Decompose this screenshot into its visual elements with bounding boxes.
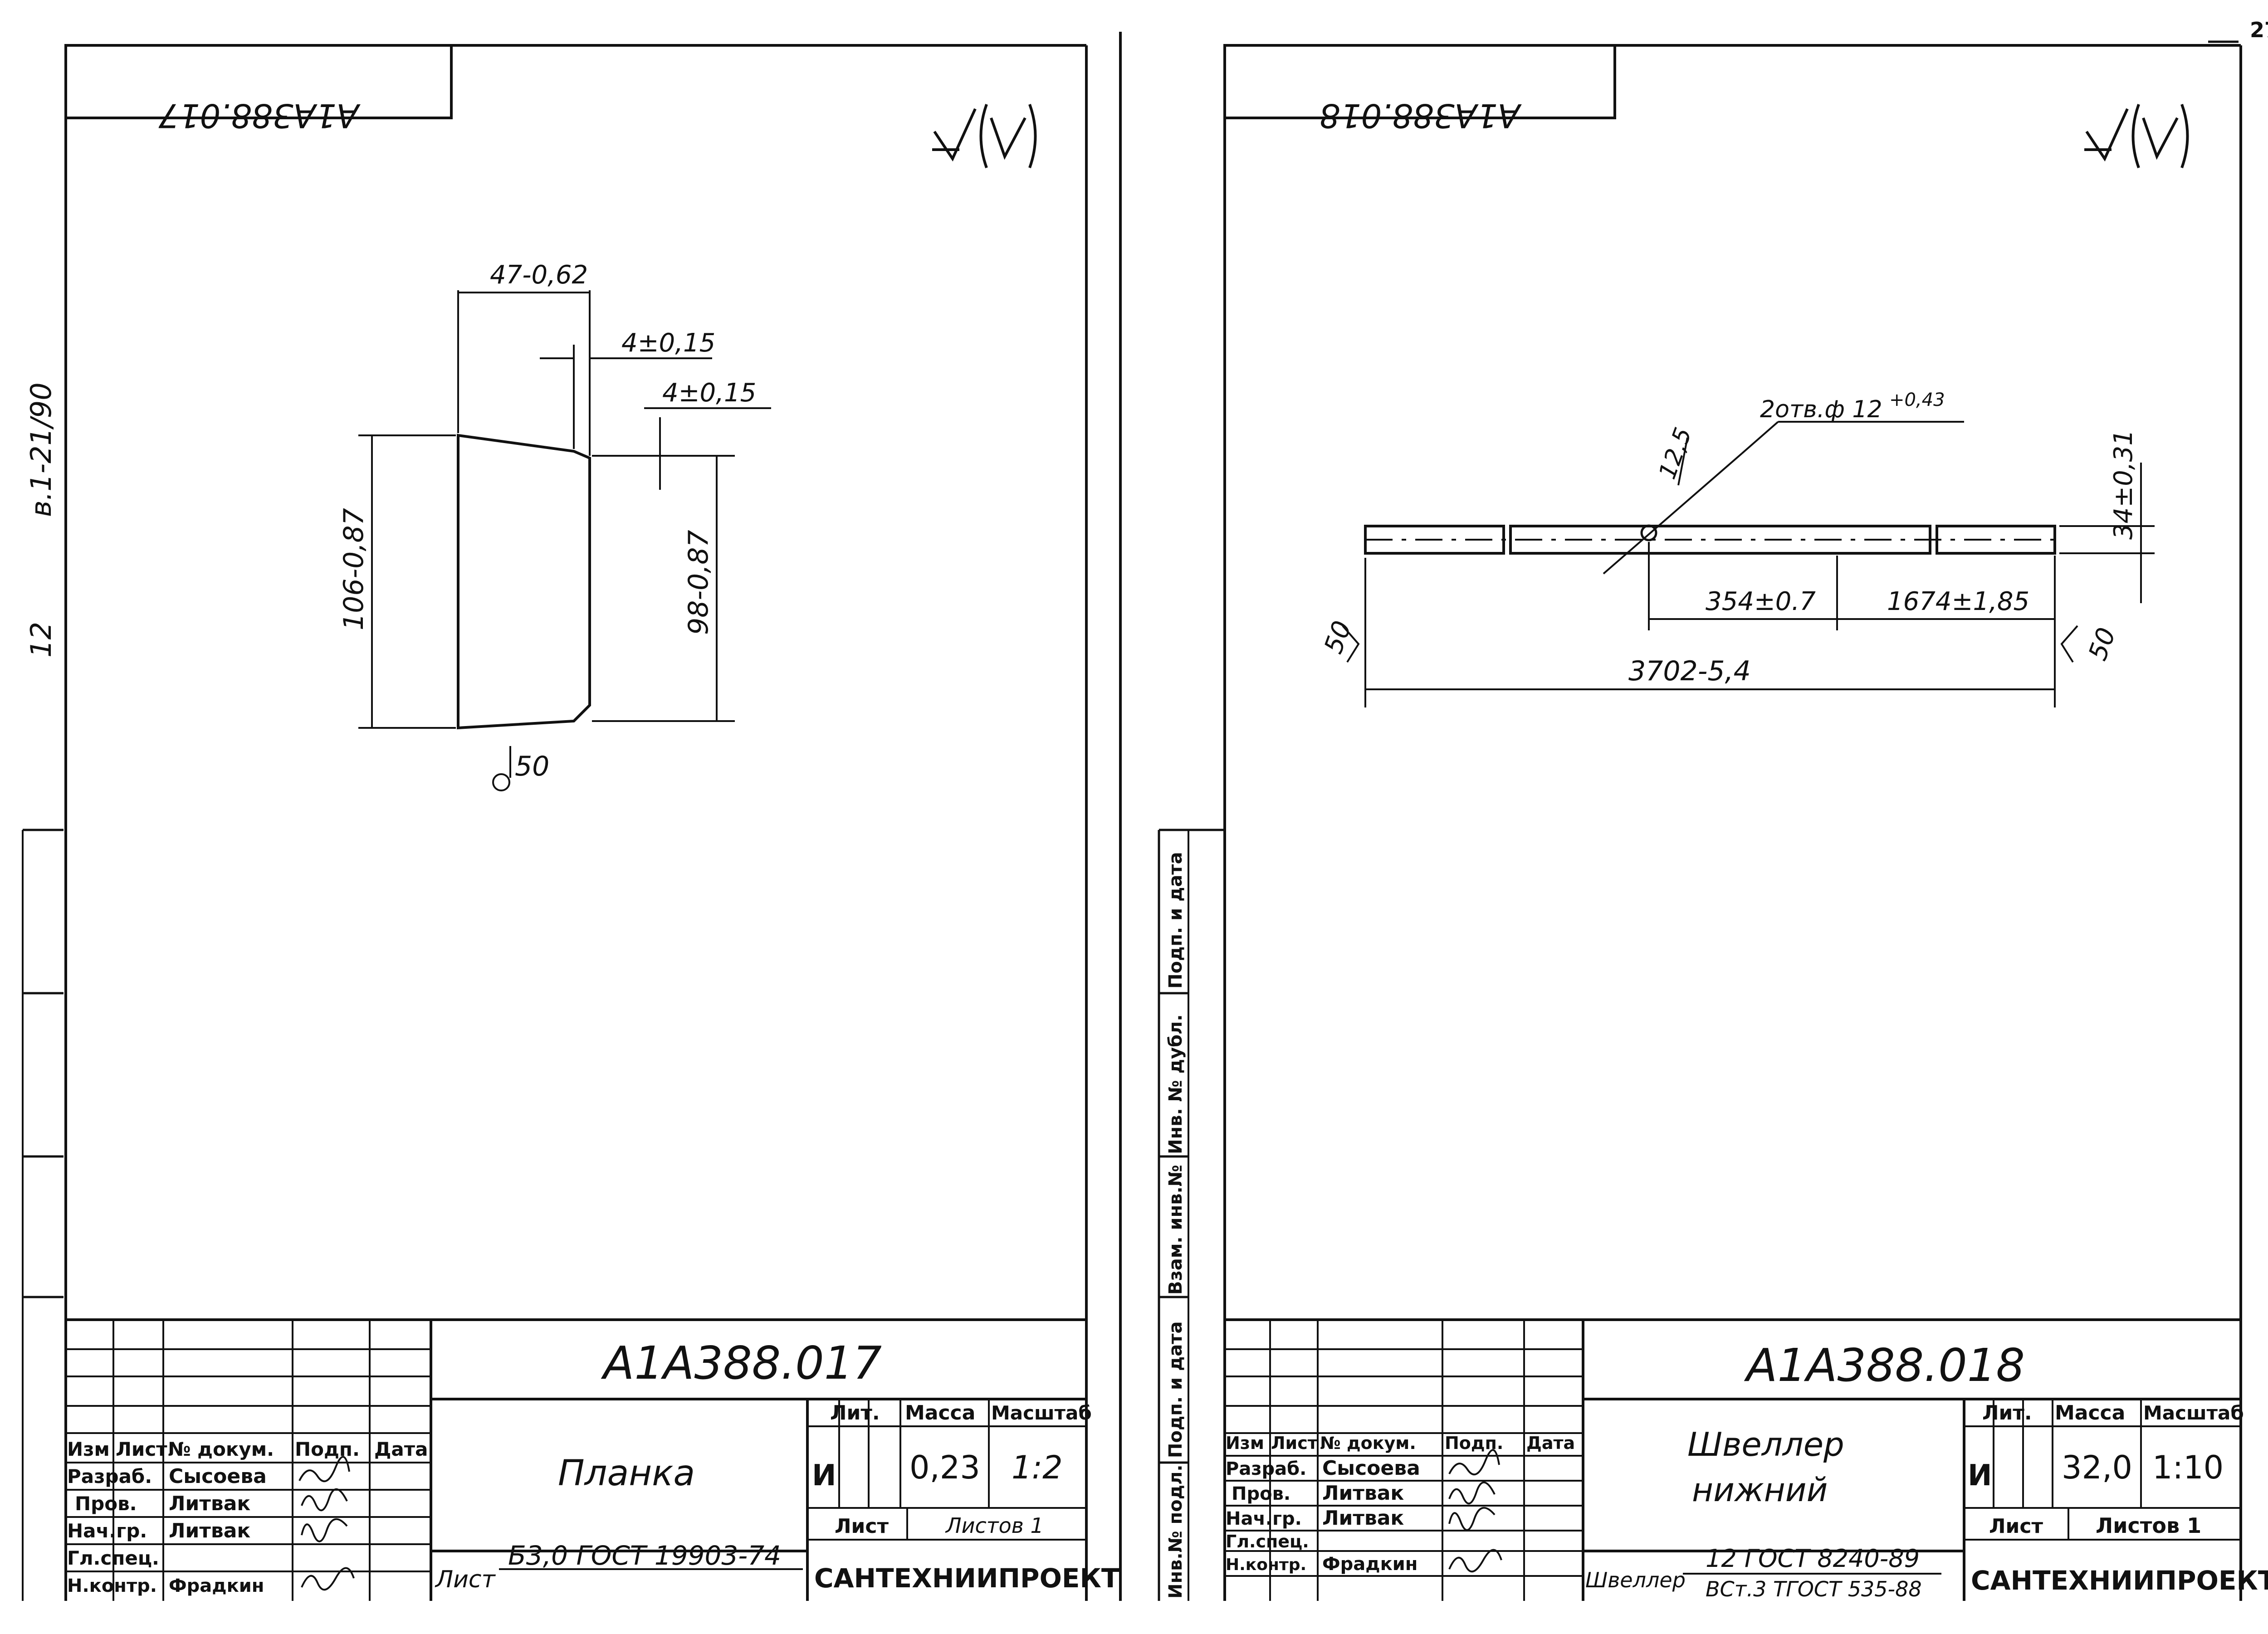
title-block: [1225, 1318, 2241, 1601]
side-strip: [1158, 829, 1225, 1601]
hdr-sign: Подп.: [295, 1438, 360, 1460]
part-name-line2: нижний: [1692, 1471, 1828, 1509]
role-group-head: Нач.гр.: [1226, 1508, 1302, 1529]
dim-height-left: 106-0,87: [338, 508, 370, 630]
page-number: 27: [2250, 18, 2268, 42]
hdr-doc: № докум.: [1320, 1433, 1416, 1453]
material-grade-bottom: ВСт.3 ТГОСТ 535-88: [1706, 1577, 1922, 1601]
dim-hole-pos-1: 354±0.7: [1706, 587, 1816, 616]
hdr-date: Дата: [374, 1438, 428, 1460]
lit-label: Лит.: [1982, 1401, 2032, 1424]
side-label-dupl: Инв. № дубл.: [1165, 1015, 1186, 1154]
sheet-label: Лист: [1989, 1515, 2043, 1538]
part-planka: [457, 434, 591, 730]
role-checker: Пров.: [1232, 1483, 1290, 1504]
role-developer: Разраб.: [1226, 1458, 1306, 1479]
dim-length: 3702-5,4: [1628, 655, 1751, 687]
name-norm-control: Фрадкин: [1322, 1554, 1418, 1575]
lit-value: И: [812, 1459, 836, 1493]
mass-label: Масса: [2055, 1401, 2125, 1424]
left-drawing: A1A388.017: [64, 44, 1119, 1601]
designation: A1A388.017: [601, 1336, 882, 1390]
dim-hole-pos-2: 1674±1,85: [1887, 587, 2029, 616]
material-prefix: Швеллер: [1585, 1568, 1686, 1592]
name-norm-control: Фрадкин: [169, 1575, 264, 1596]
part-name: Планка: [558, 1453, 695, 1494]
dim-holes-tol: +0,43: [1889, 390, 1945, 410]
side-label-inv: Инв.№ подл.: [1165, 1464, 1186, 1599]
roughness-label: 50: [515, 751, 549, 782]
hdr-doc: № докум.: [168, 1438, 274, 1460]
dim-width-top: 47-0,62: [490, 260, 588, 290]
hdr-list: Лист: [1271, 1433, 1318, 1453]
hdr-date: Дата: [1526, 1433, 1575, 1453]
series-number: в.1-21/90: [24, 382, 58, 517]
org-name: САНТЕХНИИПРОЕКТ: [814, 1563, 1119, 1594]
hdr-izm: Изм: [67, 1438, 110, 1460]
scale-label: Масштаб: [2143, 1402, 2244, 1424]
surface-finish-icon: [932, 103, 1037, 169]
side-label-replace: Взам. инв.№: [1165, 1165, 1186, 1295]
right-drawing: Подп. и дата Инв. № дубл. Взам. инв.№ По…: [1158, 44, 2268, 1601]
name-group-head: Литвак: [169, 1519, 250, 1542]
side-label-sign-date-2: Подп. и дата: [1165, 1322, 1186, 1458]
scale-value: 1:2: [1012, 1449, 1063, 1486]
designation: A1A388.018: [1744, 1339, 2025, 1392]
part-name-line1: Швеллер: [1687, 1425, 1844, 1463]
side-label-sign-date-1: Подп. и дата: [1165, 852, 1186, 989]
mass-value: 0,23: [909, 1449, 980, 1486]
sheets-label: Листов 1: [945, 1513, 1044, 1538]
surface-finish-icon: [2084, 103, 2189, 169]
top-stamp-code: A1A388.017: [158, 97, 361, 135]
role-chief: Гл.спец.: [67, 1547, 159, 1569]
role-developer: Разраб.: [67, 1465, 152, 1488]
dimension-lines: [358, 290, 771, 791]
dim-chamfer: 12,5: [1654, 424, 1697, 483]
org-name: САНТЕХНИИПРОЕКТ: [1971, 1565, 2268, 1596]
scale-label: Масштаб: [991, 1402, 1092, 1424]
scale-value: 1:10: [2152, 1449, 2224, 1486]
material-grade-top: 12 ГОСТ 8240-89: [1706, 1544, 1920, 1573]
sheets-label: Листов 1: [2096, 1513, 2201, 1538]
roughness-right: 50: [2083, 624, 2121, 664]
sheet-label: Лист: [835, 1515, 889, 1538]
dimension-lines: [1342, 463, 2155, 707]
margin-sheet: 12: [24, 622, 58, 658]
dim-chamfer-1: 4±0,15: [621, 328, 715, 358]
title-block: [66, 1318, 1086, 1601]
top-stamp: [1223, 44, 1616, 119]
name-group-head: Литвак: [1322, 1507, 1404, 1530]
role-norm-control: Н.контр.: [1226, 1556, 1306, 1574]
roughness-left: 50: [1319, 617, 1357, 658]
left-margin: в.1-21/90 12: [22, 382, 64, 1601]
role-chief: Гл.спец.: [1226, 1532, 1309, 1551]
role-checker: Пров.: [75, 1493, 137, 1515]
name-developer: Сысоева: [1322, 1457, 1420, 1480]
part-channel: [1364, 421, 2056, 575]
lit-value: И: [1968, 1459, 1992, 1493]
mass-value: 32,0: [2062, 1449, 2132, 1486]
name-checker: Литвак: [169, 1492, 250, 1515]
name-developer: Сысоева: [169, 1465, 267, 1488]
signatures: [1448, 1449, 1502, 1573]
name-checker: Литвак: [1322, 1482, 1404, 1505]
top-stamp: [64, 44, 453, 119]
dim-chamfer-2: 4±0,15: [662, 378, 756, 408]
hdr-izm: Изм: [1226, 1433, 1264, 1453]
hdr-list: Лист: [116, 1438, 167, 1460]
material-prefix: Лист: [435, 1566, 496, 1593]
dim-height-right: 98-0,87: [683, 530, 714, 635]
role-norm-control: Н.контр.: [67, 1575, 157, 1596]
top-stamp-code: A1A388.018: [1320, 97, 1522, 135]
mass-label: Масса: [905, 1401, 975, 1424]
dim-height: 34±0,31: [2109, 429, 2138, 540]
material-grade: Б3,0 ГОСТ 19903-74: [508, 1540, 781, 1571]
dim-holes: 2отв.ф 12: [1760, 396, 1882, 423]
role-group-head: Нач.гр.: [67, 1520, 147, 1542]
signatures: [298, 1456, 355, 1591]
lit-label: Лит.: [830, 1401, 880, 1424]
